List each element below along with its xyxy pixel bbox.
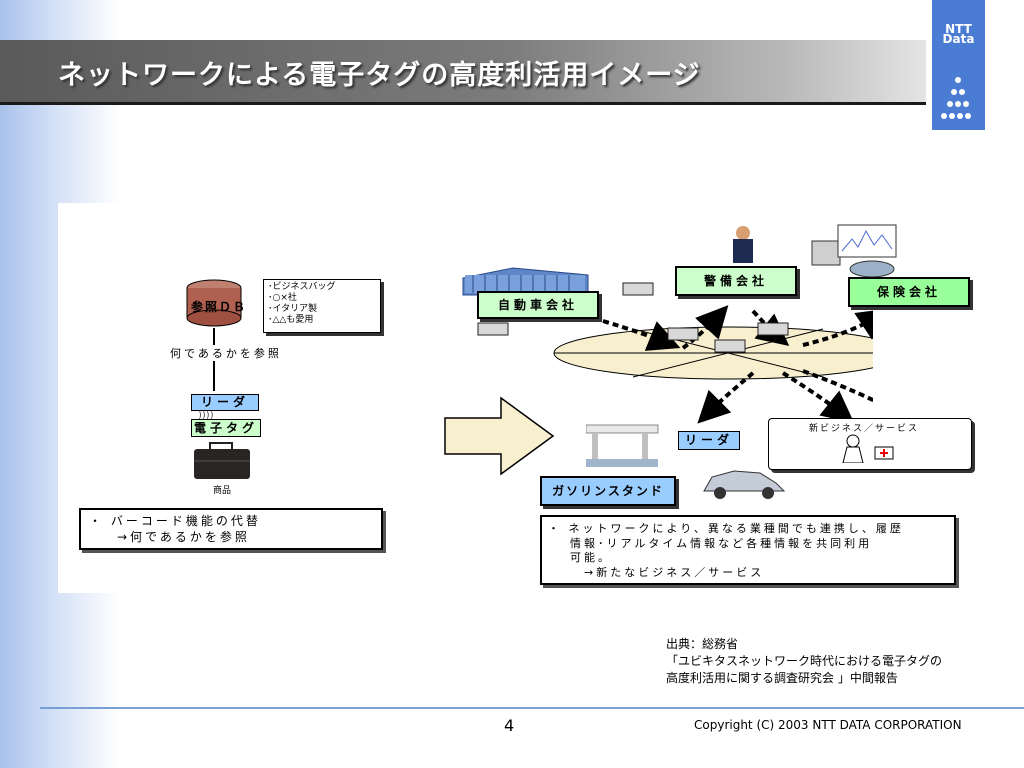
copyright-text: Copyright (C) 2003 NTT DATA CORPORATION bbox=[694, 718, 962, 732]
db-items-box: ･ビジネスバッグ ･○×社 ･イタリア製 ･△△も愛用 bbox=[263, 279, 381, 333]
bullet-line: ・ ネットワークにより、異なる業種間でも連携し、履歴 bbox=[548, 522, 904, 535]
db-item: ･イタリア製 bbox=[268, 304, 318, 314]
gas-station-icon bbox=[586, 424, 659, 467]
footer-divider bbox=[40, 707, 1024, 709]
page-number: 4 bbox=[504, 716, 515, 735]
db-item: ･○×社 bbox=[268, 293, 297, 303]
network-diagram bbox=[462, 226, 873, 424]
reader-label-left: リーダ bbox=[191, 394, 259, 411]
source-line: 「ユビキタスネットワーク時代における電子タグの bbox=[666, 654, 943, 668]
bullet-line: →何であるかを参照 bbox=[117, 530, 250, 544]
left-bullet-box: ・ バーコード機能の代替 →何であるかを参照 bbox=[79, 508, 383, 550]
office-building-icon bbox=[462, 267, 589, 296]
db-label: 参照ＤＢ bbox=[191, 300, 248, 314]
gas-station-label: ガソリンスタンド bbox=[540, 476, 676, 506]
business-person-icon bbox=[842, 434, 894, 463]
page-title: ネットワークによる電子タグの高度利活用イメージ bbox=[58, 60, 701, 91]
logo-text: NTT Data bbox=[942, 22, 975, 46]
bullet-line: →新たなビジネス／サービス bbox=[584, 566, 765, 579]
reference-label: 何であるかを参照 bbox=[170, 345, 282, 361]
new-business-box: 新ビジネス／サービス bbox=[768, 418, 972, 470]
new-business-label: 新ビジネス／サービス bbox=[809, 424, 920, 434]
reader-label-right: リーダ bbox=[678, 431, 740, 450]
transition-arrow-icon bbox=[444, 396, 555, 476]
db-item: ･△△も愛用 bbox=[268, 315, 314, 325]
source-line: 高度利活用に関する調査研究会 」中間報告 bbox=[666, 671, 898, 685]
database-icon bbox=[186, 279, 242, 327]
db-item: ･ビジネスバッグ bbox=[268, 282, 336, 292]
title-bar bbox=[0, 40, 926, 105]
ntt-data-logo: NTT Data bbox=[932, 0, 985, 130]
signal-icon: )))) bbox=[198, 410, 214, 421]
security-company-label: 警備会社 bbox=[675, 266, 797, 296]
briefcase-icon bbox=[194, 442, 250, 479]
product-label: 商品 bbox=[213, 486, 232, 496]
car-company-label: 自動車会社 bbox=[477, 291, 599, 319]
car-icon bbox=[703, 470, 786, 499]
bullet-line: ・ バーコード機能の代替 bbox=[89, 514, 261, 528]
diagram-area: 参照ＤＢ ･ビジネスバッグ ･○×社 ･イタリア製 ･△△も愛用 何であるかを参… bbox=[58, 203, 972, 593]
security-guard-icon bbox=[733, 226, 753, 263]
bullet-line: 情報･リアルタイム情報など各種情報を共同利用 bbox=[570, 537, 873, 550]
right-bullet-box: ・ ネットワークにより、異なる業種間でも連携し、履歴 情報･リアルタイム情報など… bbox=[540, 515, 956, 585]
source-citation: 出典：総務省 「ユビキタスネットワーク時代における電子タグの 高度利活用に関する… bbox=[666, 636, 942, 687]
logo-dots-icon bbox=[941, 77, 971, 119]
bullet-line: 可能。 bbox=[570, 551, 612, 564]
computer-monitor-icon bbox=[811, 224, 897, 278]
tag-label-left: 電子タグ bbox=[191, 419, 261, 437]
source-line: 出典：総務省 bbox=[666, 637, 739, 651]
insurance-company-label: 保険会社 bbox=[848, 277, 970, 307]
